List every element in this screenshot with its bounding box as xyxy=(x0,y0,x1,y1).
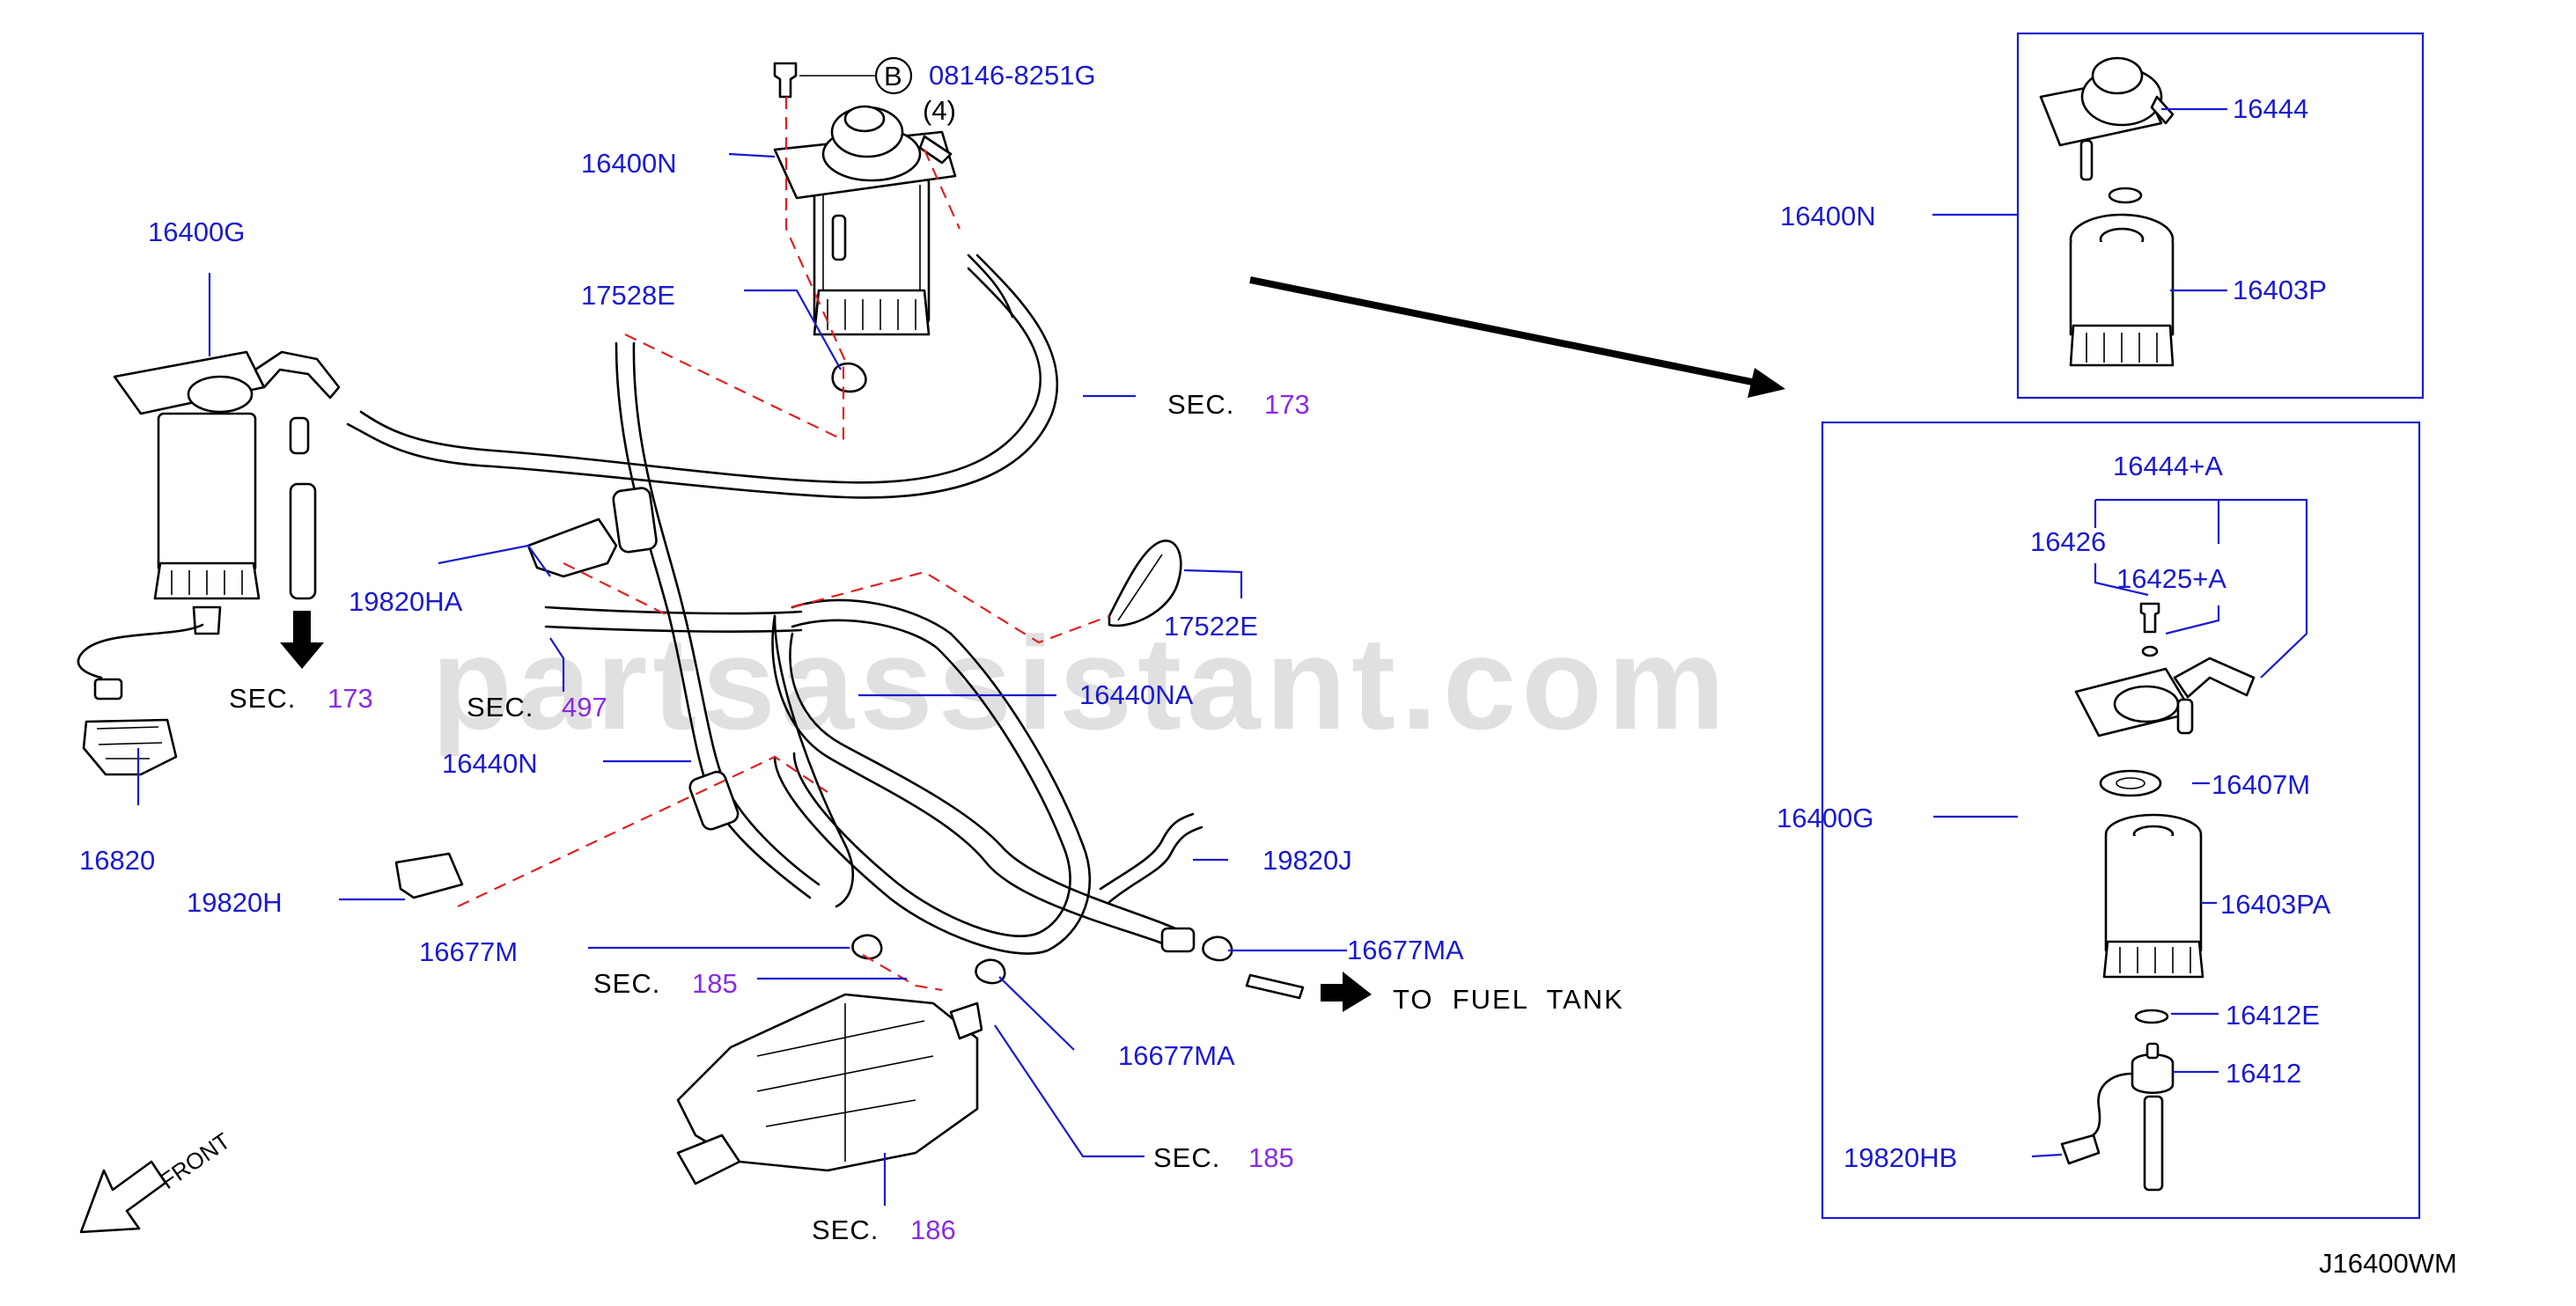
clip-19820h xyxy=(394,852,464,899)
sec-link-173-left[interactable]: 173 xyxy=(328,683,373,714)
label-16677ma-right[interactable]: 16677MA xyxy=(1347,935,1464,965)
inset2-seal-16407m[interactable] xyxy=(2099,769,2162,797)
inset2-washer-16426 xyxy=(2141,645,2159,657)
fuel-filter-16400n[interactable] xyxy=(773,105,957,336)
label-16677ma-mid[interactable]: 16677MA xyxy=(1118,1040,1235,1071)
label-box2-16425a[interactable]: 16425+A xyxy=(2116,563,2226,594)
label-16820[interactable]: 16820 xyxy=(79,845,155,876)
clamp-16677m xyxy=(851,934,883,960)
sec-label-185-b: SEC. xyxy=(1153,1142,1220,1173)
hose-end-tank xyxy=(1160,927,1196,953)
tie-strap-17522e xyxy=(1108,539,1182,627)
label-box2-19820hb[interactable]: 19820HB xyxy=(1844,1142,1957,1173)
label-16677m[interactable]: 16677M xyxy=(419,936,518,967)
label-box2-16412[interactable]: 16412 xyxy=(2226,1058,2301,1089)
to-fuel-tank-label: TO FUEL TANK xyxy=(1393,984,1624,1015)
label-19820ha[interactable]: 19820HA xyxy=(349,586,463,617)
sec-label-497: SEC. xyxy=(467,692,534,723)
label-box2-16403pa[interactable]: 16403PA xyxy=(2220,889,2331,920)
arrow-right-icon xyxy=(1321,972,1372,1012)
inset2-filter-element-16403pa[interactable] xyxy=(2102,813,2204,979)
inset2-connector-19820hb xyxy=(2060,1134,2101,1165)
clamp-16677ma-mid xyxy=(975,958,1006,985)
label-19820h[interactable]: 19820H xyxy=(187,887,283,918)
callout-arrow-line xyxy=(1249,276,1762,387)
ref-circle-letter: B xyxy=(884,61,902,92)
sec-label-173-left: SEC. xyxy=(229,683,296,714)
inset1-filter-head-16444[interactable] xyxy=(2039,56,2175,181)
label-16400n-top[interactable]: 16400N xyxy=(581,148,677,179)
sec-link-185-b[interactable]: 185 xyxy=(1248,1142,1294,1173)
inset2-bolt-16425a xyxy=(2139,602,2160,634)
part-08146-8251g[interactable]: 08146-8251G xyxy=(929,60,1096,91)
sec-label-173-top: SEC. xyxy=(1167,389,1234,420)
sec-link-185-a[interactable]: 185 xyxy=(692,968,738,999)
inset2-oring-16412e[interactable] xyxy=(2134,1009,2169,1024)
front-arrow-icon xyxy=(79,1160,167,1234)
front-label: FRONT xyxy=(155,1127,235,1194)
callout-arrow-head xyxy=(1748,368,1785,398)
inset1-filter-element-16403p[interactable] xyxy=(2069,213,2175,367)
label-box1-16444[interactable]: 16444 xyxy=(2233,93,2308,124)
label-17528e[interactable]: 17528E xyxy=(581,280,675,311)
injection-pump-sec186 xyxy=(676,993,983,1185)
bolt-08146-8251g xyxy=(773,62,798,99)
sec-label-186: SEC. xyxy=(812,1214,879,1245)
label-box2-16400g[interactable]: 16400G xyxy=(1777,803,1873,833)
label-16400g-left[interactable]: 16400G xyxy=(148,216,245,247)
fuel-filter-16400g-left[interactable] xyxy=(113,350,341,635)
short-hose-left xyxy=(289,482,317,600)
bolt-qty: (4) xyxy=(923,95,956,126)
inset2-sensor-16412[interactable] xyxy=(2085,1042,2175,1192)
fuel-hose-left xyxy=(615,341,812,899)
label-box2-16426[interactable]: 16426 xyxy=(2030,526,2106,557)
clamp-16677ma-right xyxy=(1202,935,1233,962)
sec-link-186[interactable]: 186 xyxy=(910,1214,956,1245)
label-box2-16412e[interactable]: 16412E xyxy=(2226,1000,2320,1031)
diagram-code: J16400WM xyxy=(2319,1248,2457,1279)
hose-joint-lower xyxy=(688,770,740,831)
sensor-connector-16820 xyxy=(93,678,123,701)
watermark: partsassistant.com xyxy=(431,609,1730,757)
label-19820j[interactable]: 19820J xyxy=(1262,845,1352,876)
label-16440na[interactable]: 16440NA xyxy=(1079,679,1194,710)
sec-label-185-a: SEC. xyxy=(593,968,660,999)
sec-link-173-top[interactable]: 173 xyxy=(1264,389,1310,420)
clamp-17528e xyxy=(831,362,867,393)
fuel-hose-return xyxy=(346,253,1059,499)
hose-joint-upper xyxy=(612,487,658,554)
label-17522e[interactable]: 17522E xyxy=(1164,611,1258,642)
clip-19820ha xyxy=(526,517,618,578)
fuel-hose-16440na xyxy=(773,598,1092,955)
sec-link-497[interactable]: 497 xyxy=(562,692,607,723)
label-box1-16403p[interactable]: 16403P xyxy=(2233,275,2327,305)
inset-box-16400g xyxy=(1821,421,2421,1220)
label-16440n[interactable]: 16440N xyxy=(442,748,538,779)
arrow-down-icon xyxy=(280,611,324,669)
label-box2-16407m[interactable]: 16407M xyxy=(2212,769,2310,800)
label-box2-16444a[interactable]: 16444+A xyxy=(2113,451,2223,481)
inset2-filter-head-16444a[interactable] xyxy=(2074,657,2256,737)
label-box1-16400n[interactable]: 16400N xyxy=(1780,201,1876,231)
inset1-gasket xyxy=(2108,187,2143,204)
